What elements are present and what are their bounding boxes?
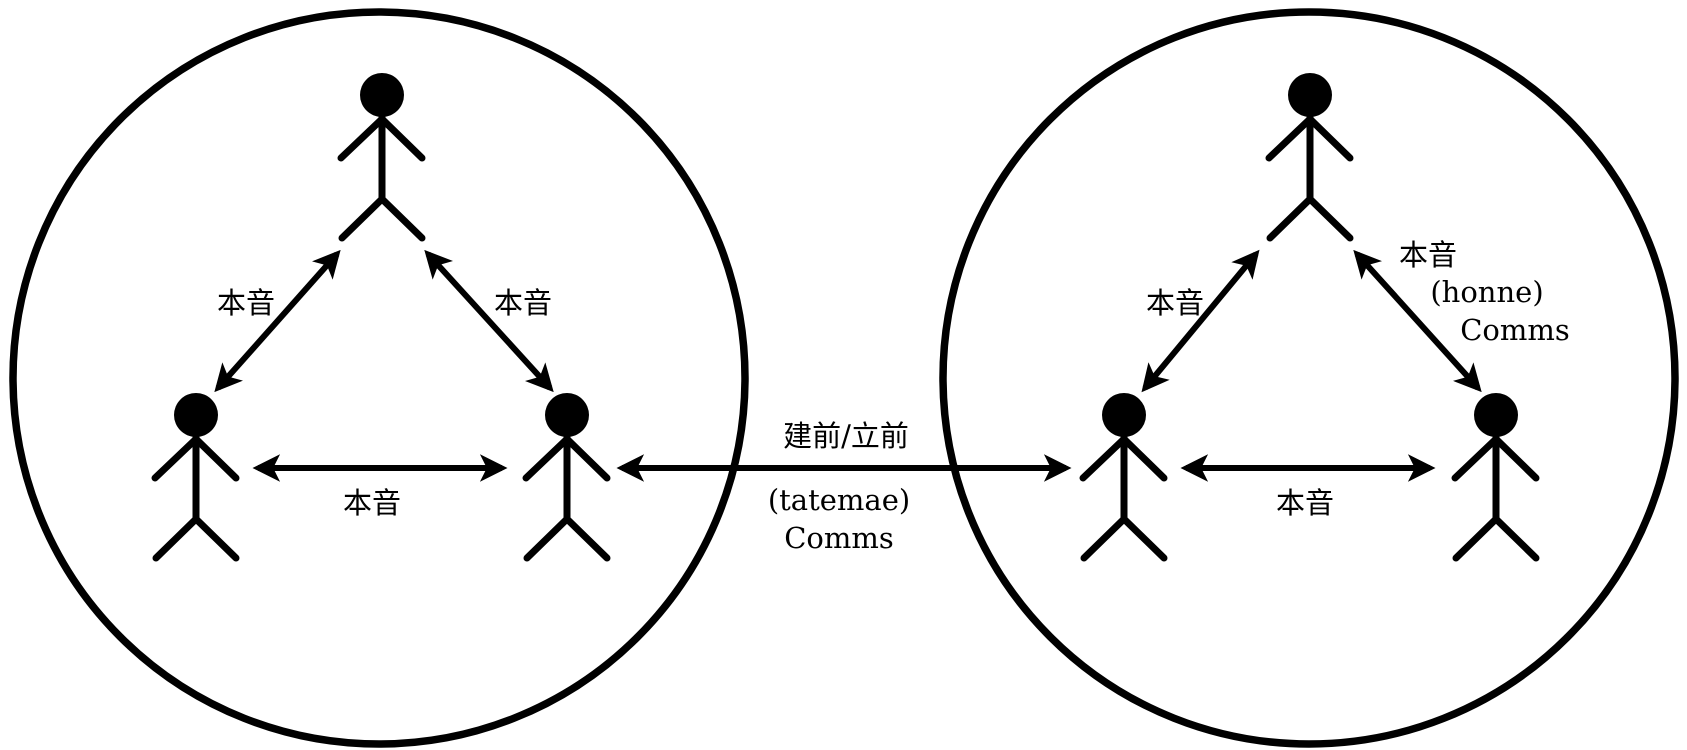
label-tatemae-kanji: 建前/立前 (783, 419, 909, 453)
label-left-top-left-honne: 本音 (217, 286, 275, 320)
person-icon-right-top (1265, 73, 1354, 242)
right-group-circle (939, 8, 1679, 748)
label-right-bottom-honne: 本音 (1276, 486, 1334, 520)
arrow-icon-left-top-to-bottom-left (214, 249, 341, 393)
label-right-top-left-honne: 本音 (1146, 286, 1204, 320)
label-left-bottom-honne: 本音 (343, 486, 401, 520)
arrow-icon-left-top-to-bottom-right (424, 249, 554, 393)
label-honne-romaji: (honne) (1430, 275, 1543, 309)
label-honne-comms: Comms (1460, 313, 1570, 347)
label-tatemae-romaji: (tatemae) (768, 483, 910, 517)
left-group-circle (9, 8, 749, 748)
person-icon-right-bottom-right (1451, 393, 1540, 562)
person-icon-left-top (337, 73, 426, 242)
arrow-icon-right-top-to-bottom-left (1141, 249, 1260, 393)
person-icon-left-bottom-left (151, 393, 240, 562)
label-tatemae-comms: Comms (784, 521, 894, 555)
person-icon-left-bottom-right (522, 393, 611, 562)
arrow-icon-right-top-to-bottom-right (1353, 249, 1482, 393)
person-icon-right-bottom-left (1079, 393, 1168, 562)
label-honne-kanji: 本音 (1399, 238, 1457, 272)
label-left-top-right-honne: 本音 (494, 286, 552, 320)
